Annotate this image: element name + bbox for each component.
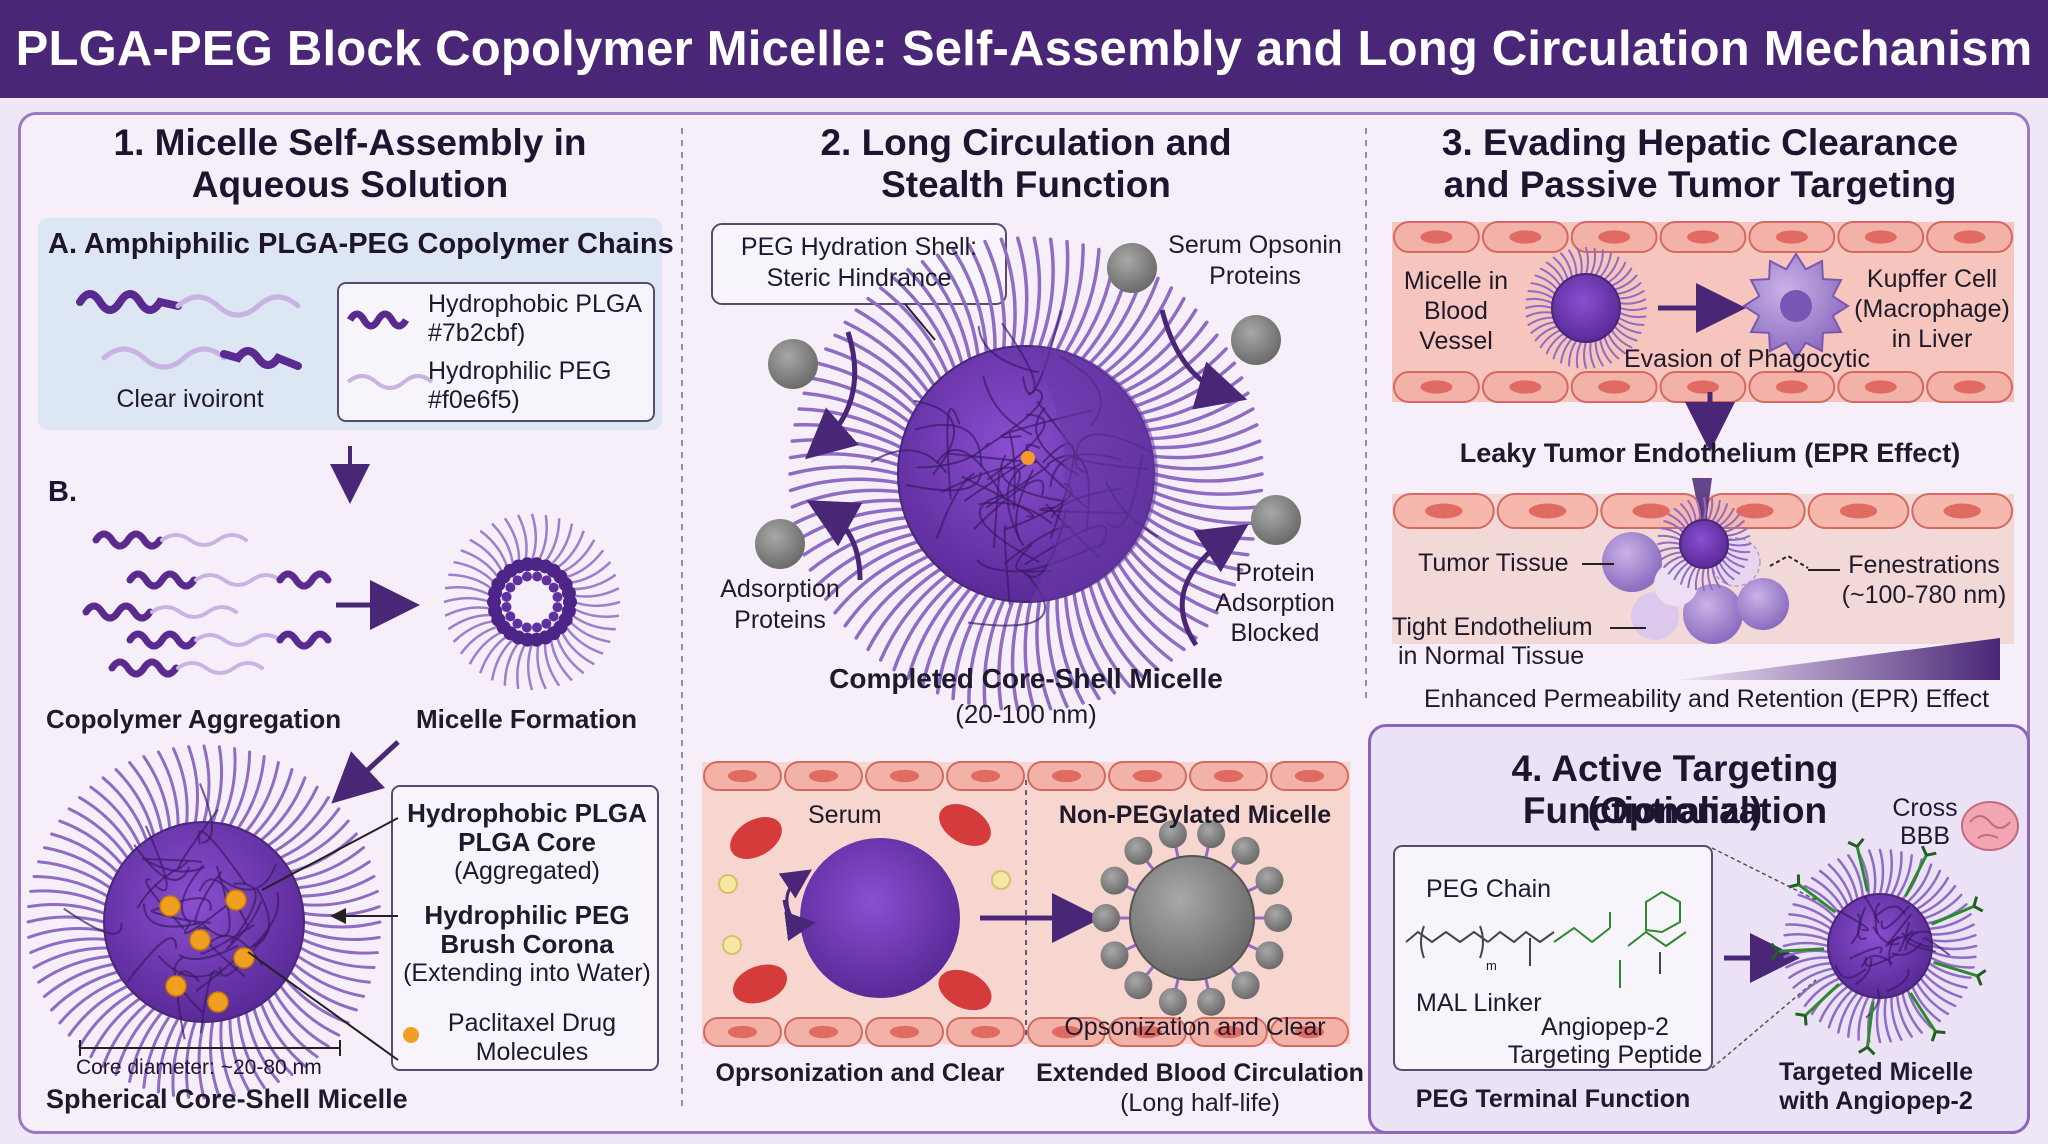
micelle-vessel-label-2: Blood bbox=[1394, 296, 1518, 326]
blocked-label-2: Adsorption bbox=[1190, 588, 1360, 618]
micelle-formation-graphic bbox=[444, 514, 620, 690]
formation-caption: Micelle Formation bbox=[416, 704, 637, 734]
epr-gradient-wedge bbox=[1676, 638, 2000, 680]
blocked-label-1: Protein bbox=[1190, 558, 1360, 588]
section-2-heading-line-2: Stealth Function bbox=[726, 164, 1326, 206]
peg-terminal-caption: PEG Terminal Function bbox=[1394, 1084, 1712, 1114]
brain-icon bbox=[1962, 802, 2018, 850]
legend-peg-label: Hydrophilic PEG bbox=[428, 356, 611, 386]
targeted-micelle-caption-2: with Angiopep-2 bbox=[1756, 1086, 1996, 1116]
cross-bbb-label-1: Cross bbox=[1880, 793, 1970, 823]
arrow-to-core-shell bbox=[346, 742, 398, 790]
liver-endothelium-top bbox=[1394, 222, 2012, 252]
corona-label-2: Brush Corona bbox=[396, 929, 658, 959]
legend-plga-hex: #7b2cbf) bbox=[428, 318, 525, 348]
peg-shell-label-1: PEG Hydration Shell: bbox=[712, 232, 1006, 262]
section-3-heading-line-1: 3. Evading Hepatic Clearance bbox=[1400, 122, 2000, 164]
drug-label-1: Paclitaxel Drug bbox=[412, 1008, 652, 1038]
adsorption-label-1: Adsorption bbox=[700, 574, 860, 604]
kupffer-label-1: Kupffer Cell bbox=[1850, 264, 2014, 294]
left-vessel-caption: Oprsonization and Clear bbox=[700, 1058, 1020, 1088]
fenestrations-label-2: (~100-780 nm) bbox=[1836, 580, 2012, 610]
pegylated-micelle-circulating bbox=[800, 838, 960, 998]
core-label-1: Hydrophobic PLGA bbox=[396, 798, 658, 828]
adsorption-label-2: Proteins bbox=[700, 605, 860, 635]
leaky-endothelium-label: Leaky Tumor Endothelium (EPR Effect) bbox=[1392, 438, 2028, 468]
angiopep-label-1: Angiopep-2 bbox=[1500, 1012, 1710, 1042]
micelle-size: (20-100 nm) bbox=[726, 699, 1326, 729]
drug-label-2: Molecules bbox=[412, 1037, 652, 1067]
arrow-opsonin bbox=[1162, 310, 1228, 394]
aggregation-caption: Copolymer Aggregation bbox=[46, 704, 341, 734]
right-vessel-subcaption: (Long half-life) bbox=[1030, 1088, 1370, 1118]
epr-effect-label: Enhanced Permeability and Retention (EPR… bbox=[1424, 684, 1989, 714]
kupffer-label-2: (Macrophage) bbox=[1850, 294, 2014, 324]
kupffer-label-3: in Liver bbox=[1850, 324, 2014, 354]
legend-plga-label: Hydrophobic PLGA bbox=[428, 289, 642, 319]
opsonin-label-2: Proteins bbox=[1140, 261, 1370, 291]
section-1a-caption: Clear ivoiront bbox=[90, 384, 290, 414]
corona-label-3: (Extending into Water) bbox=[396, 958, 658, 988]
targeted-micelle-graphic bbox=[1772, 839, 1986, 1055]
opsonin-label-1: Serum Opsonin bbox=[1140, 230, 1370, 260]
aggregating-chains bbox=[86, 534, 328, 674]
section-1b-heading: B. bbox=[48, 476, 77, 509]
right-vessel-caption: Extended Blood Circulation bbox=[1030, 1058, 1370, 1088]
micelle-caption: Spherical Core-Shell Micelle bbox=[46, 1084, 408, 1114]
micelle-vessel-label-1: Micelle in bbox=[1394, 266, 1518, 296]
core-label-3: (Aggregated) bbox=[396, 856, 658, 886]
completed-micelle-caption: Completed Core-Shell Micelle bbox=[726, 664, 1326, 694]
encapsulated-drug bbox=[1021, 451, 1035, 465]
blocked-label-3: Blocked bbox=[1190, 618, 1360, 648]
section-3-heading-line-2: and Passive Tumor Targeting bbox=[1400, 164, 2000, 206]
leader-core bbox=[262, 818, 398, 890]
fenestrations-label-1: Fenestrations bbox=[1836, 550, 2012, 580]
corona-label-1: Hydrophilic PEG bbox=[396, 900, 658, 930]
cross-bbb-label-2: BBB bbox=[1880, 821, 1970, 851]
legend-peg-hex: #f0e6f5) bbox=[428, 385, 520, 415]
tight-endothelium-label-2: in Normal Tissue bbox=[1398, 641, 1584, 671]
section-1-heading: 1. Micelle Self-Assembly in Aqueous Solu… bbox=[100, 122, 600, 206]
tight-endothelium-label-1: Tight Endothelium bbox=[1392, 612, 1593, 642]
tumor-tissue-label: Tumor Tissue bbox=[1418, 548, 1569, 578]
angiopep-label-2: Targeting Peptide bbox=[1500, 1040, 1710, 1070]
core-diameter-label: Core diameter: ~20-80 nm bbox=[76, 1056, 322, 1080]
subscript-m: m bbox=[1486, 958, 1497, 973]
peg-shell-label-2: Steric Hindrance bbox=[712, 263, 1006, 293]
section-1a-heading: A. Amphiphilic PLGA-PEG Copolymer Chains bbox=[48, 228, 674, 261]
section-2-heading-line-1: 2. Long Circulation and bbox=[726, 122, 1326, 164]
targeted-micelle-caption-1: Targeted Micelle bbox=[1756, 1057, 1996, 1087]
opsonization-clear-label: Opsonization and Clear bbox=[1040, 1012, 1350, 1042]
evasion-label: Evasion of Phagocytic bbox=[1624, 344, 1870, 374]
peg-chain-label: PEG Chain bbox=[1426, 874, 1551, 904]
core-label-2: PLGA Core bbox=[396, 827, 658, 857]
micelle-vessel-label-3: Vessel bbox=[1394, 326, 1518, 356]
serum-label: Serum bbox=[808, 800, 882, 830]
non-peg-label: Non-PEGylated Micelle bbox=[1040, 800, 1350, 830]
liver-endothelium-bottom bbox=[1394, 372, 2012, 402]
